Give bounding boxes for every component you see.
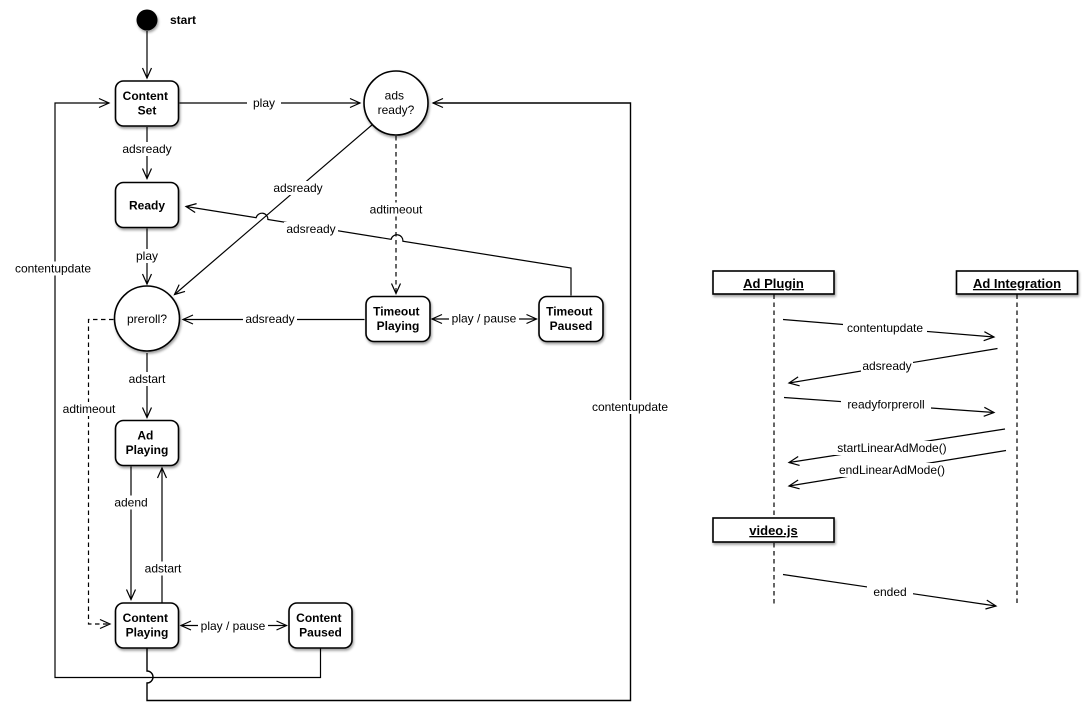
label-bg (111, 495, 151, 510)
edge-adtimeout-loop (87, 318, 114, 630)
label-bg (198, 619, 268, 633)
state-ready-label: Ready (129, 199, 165, 213)
transition-label-contentupdate-left: contentupdate (13, 261, 93, 276)
state-timeout-paused-label: Timeout Paused (546, 305, 596, 334)
actor-video-js-label: video.js (749, 523, 797, 538)
label-bg (13, 261, 93, 276)
message-label-end-linear-ad-mode: endLinearAdMode() (837, 463, 947, 477)
message-label-adsready: adsready (861, 359, 913, 373)
label-bg (843, 321, 927, 335)
state-ads-ready (363, 70, 429, 136)
edge-adsready-diag-to-preroll (173, 124, 373, 296)
svg-text:adsready: adsready (273, 181, 322, 195)
transition-label-adtimeout-center: adtimeout (367, 202, 425, 217)
label-bg (837, 463, 947, 477)
transition-label-adsready-paused-to-ready: adsready (284, 222, 338, 236)
label-bg (284, 222, 338, 236)
label-bg (867, 585, 913, 599)
state-content-paused-label: Content Paused (296, 611, 345, 640)
label-bg (124, 372, 170, 386)
svg-text:adsready: adsready (286, 222, 335, 236)
svg-text:adend: adend (114, 496, 147, 510)
transition-label-contentupdate-right: contentupdate (590, 400, 670, 414)
label-bg (140, 561, 186, 576)
actor-ad-plugin (712, 270, 835, 295)
message-label-contentupdate: contentupdate (843, 321, 927, 335)
transition-label-play-pause-timeout: play / pause (449, 311, 519, 326)
state-timeout-paused (538, 295, 604, 343)
label-bg (247, 96, 281, 110)
label-bg (130, 249, 164, 263)
label-bg (60, 402, 118, 416)
label-bg (271, 181, 325, 195)
transition-label-adend: adend (111, 495, 151, 510)
start-node (136, 9, 158, 31)
transition-label-adsready-timeout-to-preroll: adsready (243, 312, 297, 326)
label-bg (449, 311, 519, 326)
label-bg (841, 397, 931, 412)
state-content-paused (288, 602, 353, 649)
state-ads-ready-label: ads ready? (378, 89, 415, 118)
svg-text:adstart: adstart (145, 562, 182, 576)
svg-text:contentupdate: contentupdate (592, 400, 668, 414)
state-content-set-label: Content Set (123, 89, 172, 118)
message-label-start-linear-ad-mode: startLinearAdMode() (834, 441, 950, 455)
label-bg (367, 202, 425, 217)
transition-label-adstart-to-adplaying: adstart (124, 372, 170, 386)
label-bg (590, 400, 670, 414)
message-label-ended: ended (867, 585, 913, 599)
state-timeout-playing (365, 295, 431, 343)
svg-text:play: play (253, 96, 275, 110)
label-bg (120, 142, 174, 156)
transition-label-play-top: play (247, 96, 281, 110)
edge-contentupdate-left-loop (54, 97, 322, 679)
label-bg (834, 441, 950, 455)
transition-label-adsready-diag-to-preroll: adsready (271, 181, 325, 195)
svg-text:contentupdate: contentupdate (847, 321, 923, 335)
start-node-label: start (170, 13, 196, 27)
svg-text:ended: ended (873, 585, 906, 599)
edge-adsready-paused-to-ready (184, 203, 572, 296)
actor-ad-integration-label: Ad Integration (973, 276, 1061, 291)
svg-text:adsready: adsready (122, 142, 171, 156)
message-label-readyforpreroll: readyforpreroll (841, 397, 931, 412)
label-bg (861, 359, 913, 373)
state-ready (114, 181, 180, 229)
svg-text:endLinearAdMode(): endLinearAdMode() (839, 463, 945, 477)
state-ad-playing-label: Ad Playing (126, 429, 169, 458)
actor-video-js (712, 517, 835, 543)
sequence-diagram: Ad Plugin Ad Integration contentupdate a… (712, 270, 1079, 610)
state-machine-diagram: start Co (13, 9, 670, 702)
transition-label-adsready-to-ready: adsready (120, 142, 174, 156)
actor-ad-plugin-label: Ad Plugin (743, 276, 804, 291)
state-preroll-label: preroll? (127, 312, 167, 326)
transition-label-play-to-preroll: play (130, 249, 164, 263)
svg-text:adtimeout: adtimeout (370, 203, 423, 217)
actor-ad-integration (955, 270, 1079, 295)
svg-text:play / pause: play / pause (201, 619, 266, 633)
state-ad-playing (114, 419, 180, 467)
svg-text:adtimeout: adtimeout (63, 402, 116, 416)
svg-text:startLinearAdMode(): startLinearAdMode() (837, 441, 946, 455)
label-bg (243, 312, 297, 326)
state-preroll (113, 285, 181, 352)
svg-text:readyforpreroll: readyforpreroll (847, 398, 924, 412)
svg-text:contentupdate: contentupdate (15, 262, 91, 276)
svg-text:adsready: adsready (245, 312, 294, 326)
edge-contentupdate-right-loop (146, 97, 632, 702)
svg-text:adsready: adsready (862, 359, 911, 373)
svg-text:play: play (136, 249, 158, 263)
transition-label-play-pause-content: play / pause (198, 619, 268, 633)
state-content-playing (114, 602, 180, 649)
state-timeout-playing-label: Timeout Playing (373, 305, 423, 334)
state-content-playing-label: Content Playing (123, 611, 172, 640)
state-content-set (114, 80, 180, 127)
svg-text:adstart: adstart (129, 372, 166, 386)
svg-text:play / pause: play / pause (452, 312, 517, 326)
transition-label-adtimeout-loop: adtimeout (60, 402, 118, 416)
transition-label-adstart-up: adstart (140, 561, 186, 576)
